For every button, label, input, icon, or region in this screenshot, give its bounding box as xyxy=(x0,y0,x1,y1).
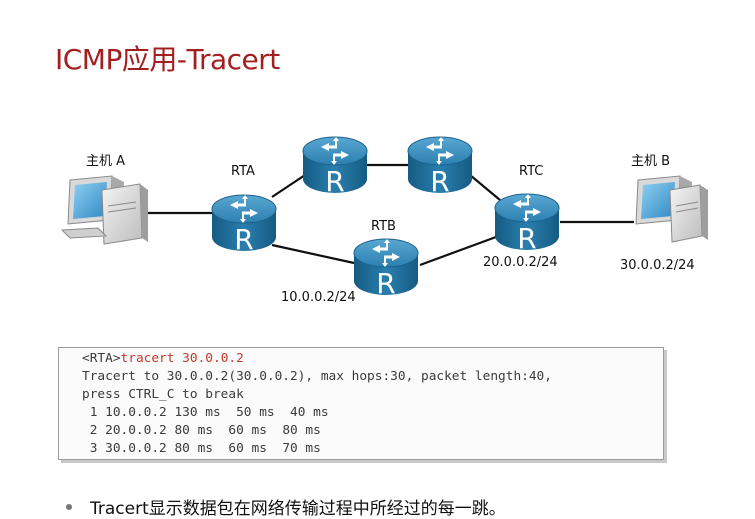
router-rta: R xyxy=(211,194,277,256)
terminal-command-line: <RTA>tracert 30.0.0.2 xyxy=(82,351,244,366)
network-diagram: R R R R xyxy=(60,136,708,300)
bullet-text: Tracert显示数据包在网络传输过程中所经过的每一跳。 xyxy=(90,499,506,519)
link-r2-rtc xyxy=(469,174,501,201)
router-arrows-icon xyxy=(513,194,541,222)
host-b-label: 主机 B xyxy=(631,154,671,169)
terminal-command: tracert 30.0.0.2 xyxy=(120,351,244,366)
terminal-line: 2 20.0.0.2 80 ms 60 ms 80 ms xyxy=(82,423,321,438)
router-arrows-icon xyxy=(426,137,454,165)
terminal-output: <RTA>tracert 30.0.0.2 Tracert to 30.0.0.… xyxy=(58,347,664,460)
svg-text:R: R xyxy=(234,223,253,256)
rta-label: RTA xyxy=(231,164,255,179)
rtb-ip-label: 10.0.0.2/24 xyxy=(281,290,356,305)
router-rtb: R xyxy=(353,238,419,300)
host-b-computer-icon xyxy=(635,175,708,243)
rtc-label: RTC xyxy=(519,164,544,179)
router-arrows-icon xyxy=(372,239,400,267)
terminal-line: Tracert to 30.0.0.2(30.0.0.2), max hops:… xyxy=(82,369,552,384)
svg-text:R: R xyxy=(325,165,344,198)
terminal-line: 1 10.0.0.2 130 ms 50 ms 40 ms xyxy=(82,405,329,420)
terminal-prompt: <RTA> xyxy=(82,351,121,366)
bullet-icon xyxy=(66,504,72,510)
link-rta-r1 xyxy=(271,174,306,198)
host-a-computer-icon xyxy=(60,175,148,245)
terminal-line: 3 30.0.0.2 80 ms 60 ms 70 ms xyxy=(82,441,321,456)
link-rtb-rtc xyxy=(419,235,497,267)
router-arrows-icon xyxy=(321,137,349,165)
router-top-2: R xyxy=(407,136,473,198)
router-rtc: R xyxy=(494,193,560,255)
router-arrows-icon xyxy=(230,195,258,223)
rtc-ip-label: 20.0.0.2/24 xyxy=(483,255,558,270)
link-rta-rtb xyxy=(271,243,355,265)
svg-text:R: R xyxy=(376,267,395,300)
terminal-line: press CTRL_C to break xyxy=(82,387,244,402)
host-b-ip-label: 30.0.0.2/24 xyxy=(620,258,695,273)
rtb-label: RTB xyxy=(371,219,396,234)
router-top-1: R xyxy=(302,136,368,198)
host-a-label: 主机 A xyxy=(86,154,126,169)
svg-text:R: R xyxy=(517,222,536,255)
page-title: ICMP应用-Tracert xyxy=(55,43,280,76)
svg-text:R: R xyxy=(430,165,449,198)
